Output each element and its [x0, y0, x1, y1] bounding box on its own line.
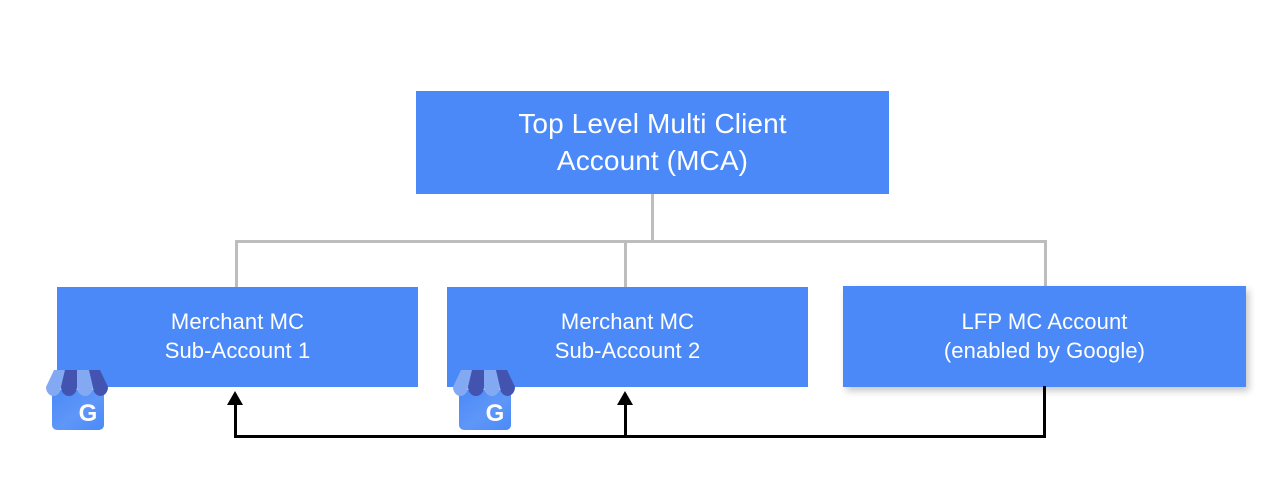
arrowhead-to-sub-account-2 — [617, 391, 633, 405]
connector-drop-sub-account-1 — [235, 240, 238, 288]
node-lfp-mc-account[interactable]: LFP MC Account (enabled by Google) — [843, 286, 1246, 387]
arrowhead-to-sub-account-1 — [227, 391, 243, 405]
node-top-level-mca[interactable]: Top Level Multi Client Account (MCA) — [416, 91, 889, 194]
connector-drop-lfp-account — [1044, 240, 1047, 287]
connector-mca-stem — [651, 194, 654, 243]
node-merchant-mc-sub-account-2[interactable]: Merchant MC Sub-Account 2 — [447, 287, 808, 387]
node-merchant-mc-sub-account-1[interactable]: Merchant MC Sub-Account 1 — [57, 287, 418, 387]
arrow-riser-to-sub-account-2 — [624, 400, 627, 437]
node-merchant-mc-sub-account-1-label: Merchant MC Sub-Account 1 — [164, 309, 311, 363]
arrow-horizontal-bus — [234, 435, 1046, 438]
google-g-glyph: G — [79, 400, 98, 427]
node-merchant-mc-sub-account-2-label: Merchant MC Sub-Account 2 — [554, 309, 701, 363]
connector-horizontal-bus — [235, 240, 1047, 243]
arrow-riser-from-lfp — [1043, 386, 1046, 438]
node-lfp-mc-account-label: LFP MC Account (enabled by Google) — [943, 308, 1146, 363]
google-g-glyph: G — [486, 400, 505, 427]
arrow-riser-to-sub-account-1 — [234, 400, 237, 437]
node-top-level-mca-label: Top Level Multi Client Account (MCA) — [518, 108, 787, 176]
connector-drop-sub-account-2 — [624, 240, 627, 288]
google-business-profile-icon: G — [46, 370, 108, 430]
google-business-profile-icon: G — [453, 370, 515, 430]
